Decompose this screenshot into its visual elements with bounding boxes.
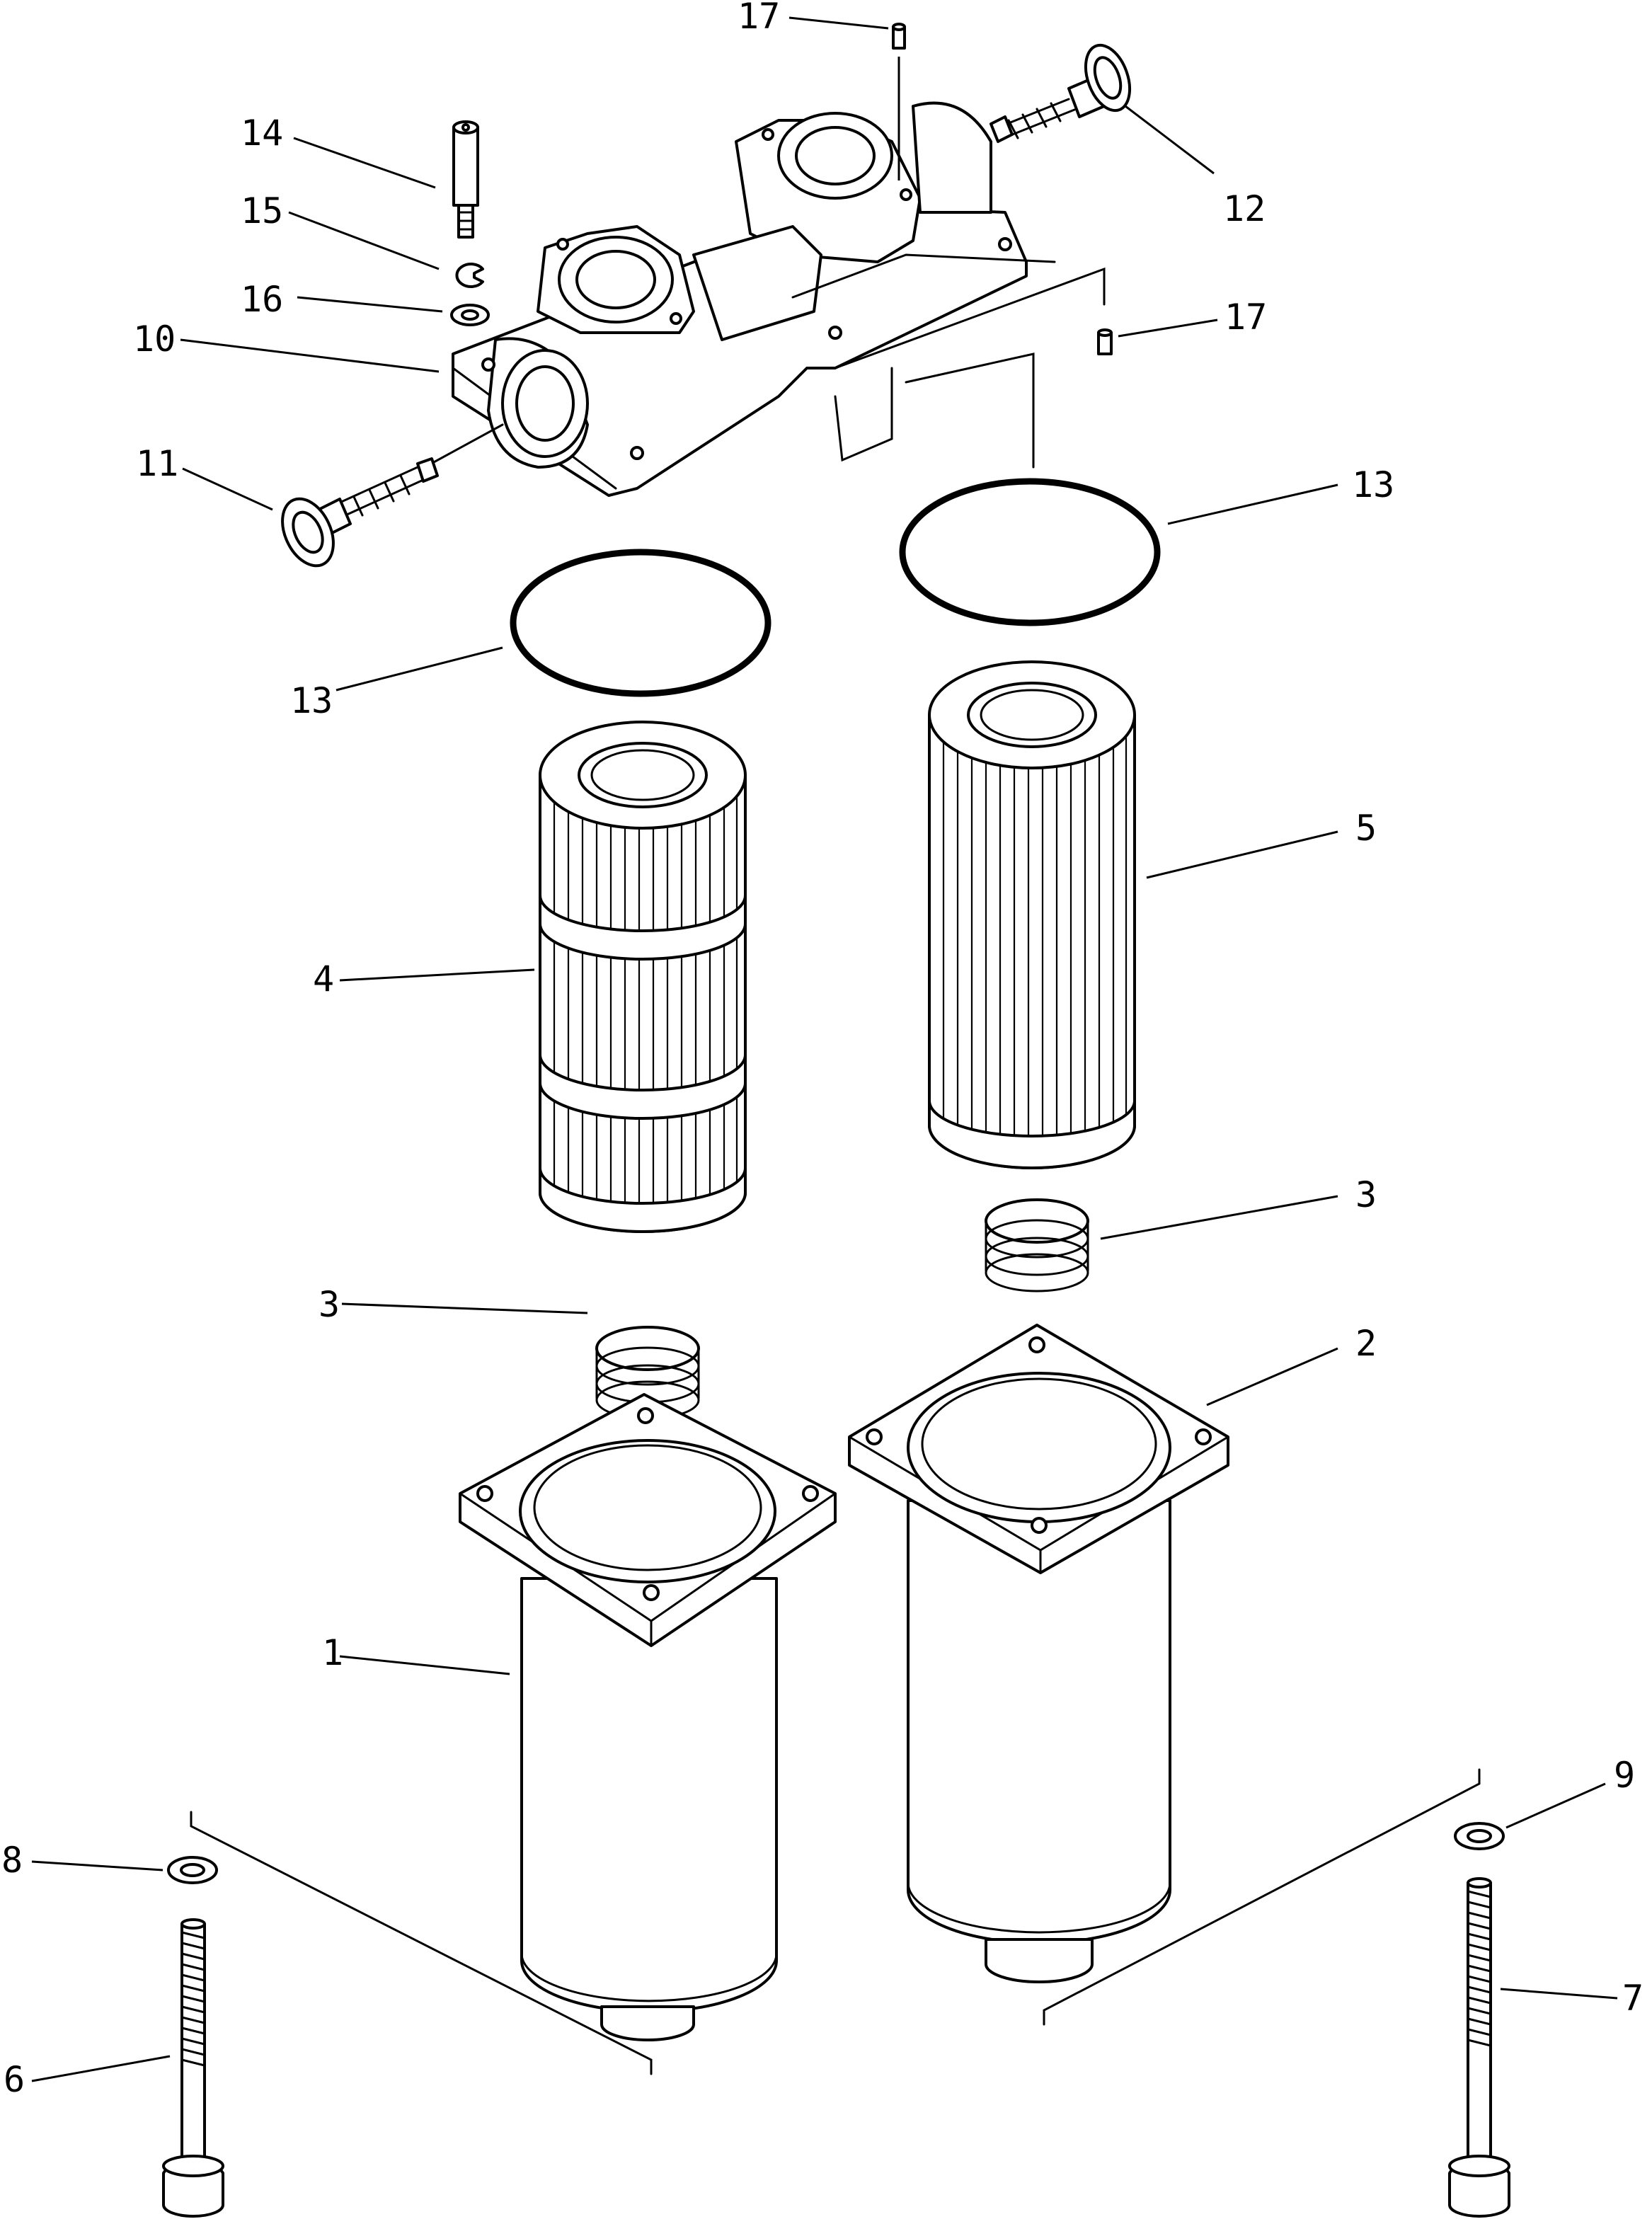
callout-10: 10 (133, 319, 176, 360)
callout-11: 11 (136, 443, 178, 484)
callout-7: 7 (1622, 1978, 1644, 2019)
leader-1 (339, 1655, 510, 1675)
leader-13a (1167, 483, 1338, 525)
leader-16 (297, 296, 443, 313)
part-3-spring-right (985, 1198, 1089, 1292)
leader-2 (1206, 1347, 1338, 1406)
leader-12 (1125, 105, 1215, 175)
callout-8: 8 (1, 1840, 23, 1881)
part-15-clip (455, 263, 484, 288)
part-16-washer (450, 304, 490, 326)
part-2-filter-case (848, 1324, 1229, 1983)
assembly-guide-lines (190, 133, 1481, 2075)
leader-15 (288, 211, 440, 270)
leader-5 (1146, 830, 1338, 879)
part-6-bolt (162, 1918, 224, 2218)
part-4-filter-element (539, 721, 747, 1233)
leader-17a (788, 16, 889, 30)
callout-13-left: 13 (290, 680, 333, 721)
part-10-filter-head (452, 101, 1028, 497)
callout-12: 12 (1223, 188, 1266, 229)
callout-4: 4 (313, 958, 334, 999)
leader-3b (341, 1302, 588, 1314)
leader-10 (180, 338, 440, 373)
leader-13b (335, 646, 503, 692)
callout-16: 16 (241, 279, 283, 320)
leader-17b (1118, 319, 1218, 338)
leader-11 (182, 467, 273, 511)
part-8-washer (167, 1856, 218, 1884)
part-1-filter-case (459, 1393, 837, 2041)
callout-labels: 17 12 14 15 16 17 10 11 13 13 5 4 3 3 2 … (1, 0, 1644, 2100)
part-13-o-ring-right (899, 478, 1161, 626)
callout-13-right: 13 (1352, 464, 1394, 505)
callout-3-right: 3 (1355, 1174, 1377, 1215)
part-3-spring-left (595, 1326, 700, 1420)
leader-8 (31, 1860, 164, 1872)
callout-1: 1 (322, 1632, 343, 1673)
part-17-pin-top (892, 23, 906, 50)
leader-9 (1505, 1782, 1606, 1829)
callout-6: 6 (4, 2059, 25, 2100)
part-9-washer (1454, 1822, 1505, 1850)
leader-14 (293, 137, 436, 189)
callout-9: 9 (1614, 1755, 1635, 1796)
callout-3-left: 3 (319, 1284, 340, 1325)
callout-14: 14 (241, 113, 283, 154)
part-11-plug (281, 457, 439, 568)
part-13-o-ring-left (510, 549, 771, 697)
callout-2: 2 (1355, 1323, 1377, 1364)
callout-15: 15 (241, 190, 283, 231)
callout-5: 5 (1355, 808, 1377, 849)
part-12-plug (990, 43, 1132, 143)
part-17-pin-right (1097, 328, 1113, 355)
callout-17-top: 17 (738, 0, 780, 37)
part-14-stud (452, 120, 479, 239)
callout-17-right: 17 (1224, 297, 1267, 338)
leader-lines (31, 16, 1618, 2082)
leader-3a (1100, 1195, 1338, 1240)
part-7-bolt (1448, 1877, 1510, 2218)
leader-7 (1500, 1988, 1618, 2000)
part-5-filter-element (928, 660, 1136, 1169)
leader-6 (31, 2055, 171, 2082)
leader-4 (339, 968, 535, 982)
